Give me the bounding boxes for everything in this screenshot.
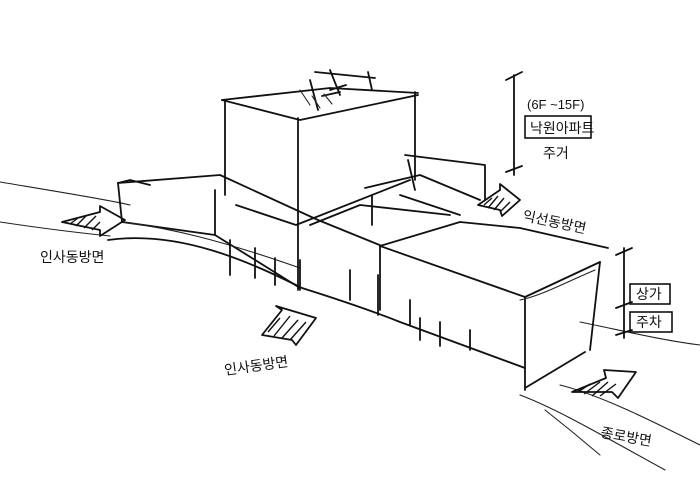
shops-label-box [629,283,671,305]
ground-lines [0,181,700,471]
insa-direction-label: 인사동방면 [223,353,289,378]
parking-label: 주차 [636,314,662,330]
west-direction-label: 인사동방면 [40,249,104,265]
tower-block [221,69,419,291]
arrow-west [61,205,126,237]
residence-label: 주거 [543,145,569,161]
arrow-south [261,305,317,346]
arrow-southeast [571,369,637,399]
east-direction-label: 익선동방면 [521,207,587,236]
podium-block [107,174,526,369]
shops-label: 상가 [636,286,662,302]
front-block [379,221,609,391]
parking-label-box [629,311,673,333]
middle-terrace [309,154,486,226]
apartment-label: 낙원아파트 [530,120,595,136]
jongno-direction-label: 종로방면 [599,424,653,449]
floors-label: (6F ~15F) [527,97,584,112]
arrow-east [477,183,521,217]
apartment-label-box [524,115,592,139]
